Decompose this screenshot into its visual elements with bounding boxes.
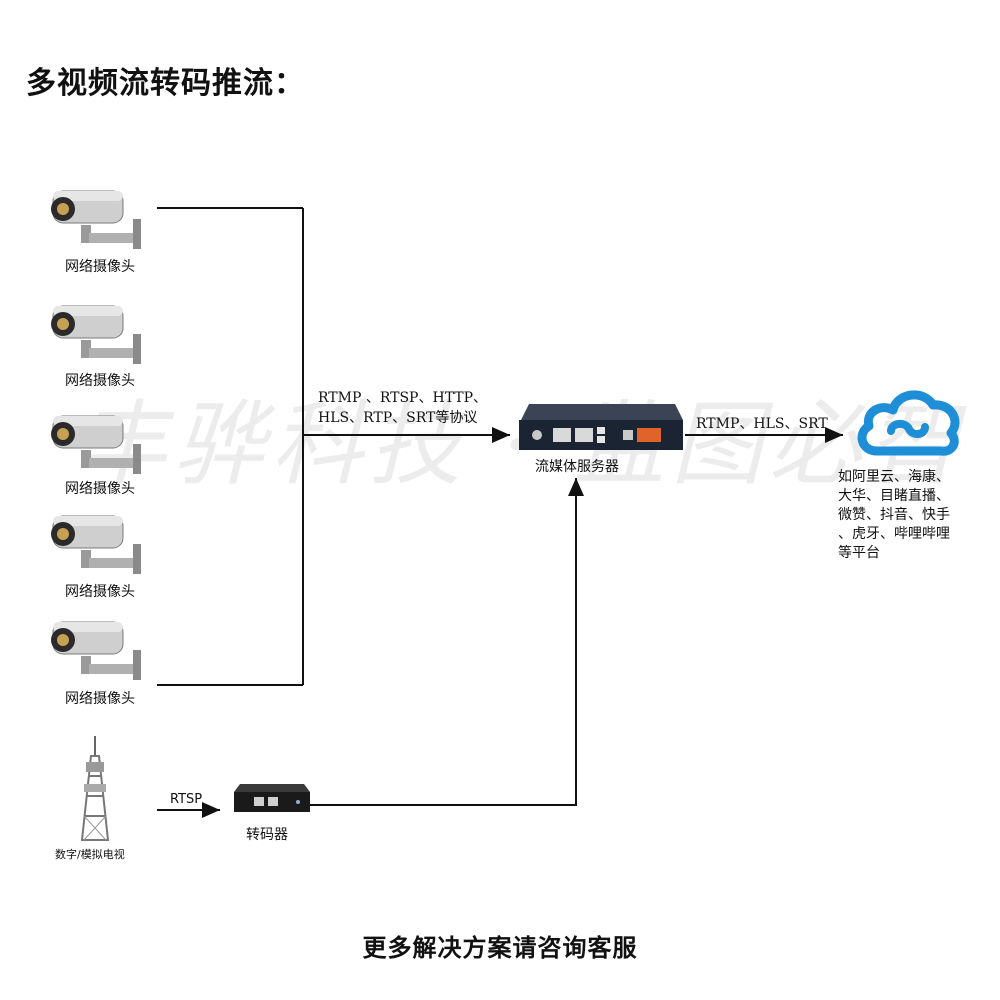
camera-icon — [45, 616, 155, 686]
input-protocols-line-1: RTMP 、RTSP、HTTP、 — [318, 388, 487, 408]
camera-icon — [45, 510, 155, 580]
platform-list: 如阿里云、海康、 大华、目睹直播、 微赞、抖音、快手 、虎牙、哔哩哔哩 等平台 — [838, 468, 998, 563]
output-protocols: RTMP、HLS、SRT — [696, 414, 828, 434]
tv-label: 数字/模拟电视 — [55, 846, 125, 862]
platform-line-2: 大华、目睹直播、 — [838, 487, 998, 506]
camera-icon — [45, 410, 155, 480]
platform-line-5: 等平台 — [838, 544, 998, 563]
camera-label: 网络摄像头 — [30, 256, 170, 276]
tv-tower-icon — [70, 736, 120, 844]
camera-label: 网络摄像头 — [30, 581, 170, 601]
server-label: 流媒体服务器 — [535, 456, 619, 476]
transcoder-icon — [232, 780, 312, 816]
footer-text: 更多解决方案请咨询客服 — [0, 928, 1000, 963]
platform-line-3: 微赞、抖音、快手 — [838, 506, 998, 525]
input-protocols-line-2: HLS、RTP、SRT等协议 — [318, 408, 487, 428]
camera-label: 网络摄像头 — [30, 478, 170, 498]
platform-line-1: 如阿里云、海康、 — [838, 468, 998, 487]
arrow-transcoder-to-server — [310, 478, 576, 805]
camera-label: 网络摄像头 — [30, 370, 170, 390]
cloud-icon — [855, 385, 965, 460]
camera-label: 网络摄像头 — [30, 688, 170, 708]
transcoder-label: 转码器 — [246, 824, 288, 844]
rtsp-label: RTSP — [170, 792, 202, 807]
input-protocols: RTMP 、RTSP、HTTP、 HLS、RTP、SRT等协议 — [318, 388, 487, 428]
camera-icon — [45, 300, 155, 370]
server-icon — [515, 400, 685, 454]
camera-icon — [45, 185, 155, 255]
platform-line-4: 、虎牙、哔哩哔哩 — [838, 525, 998, 544]
